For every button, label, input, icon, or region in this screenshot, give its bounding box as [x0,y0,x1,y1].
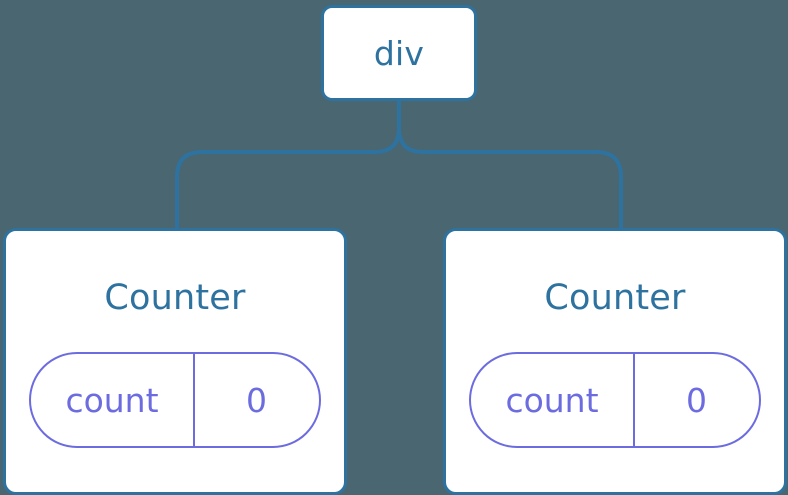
connector-stem-right [397,126,425,154]
state-pill-divider [632,354,635,446]
counter-title: Counter [544,278,686,318]
counter-title: Counter [104,278,246,318]
state-pill-value: 0 [246,380,268,420]
state-pill-key: count [505,380,599,420]
node-div[interactable]: div [321,5,477,101]
connector-edge-right [421,150,623,232]
state-pill[interactable]: count 0 [29,352,321,448]
state-pill-key: count [65,380,159,420]
node-counter-right[interactable]: Counter count 0 [443,228,787,495]
node-counter-left[interactable]: Counter count 0 [3,228,347,495]
connector-stem [373,99,401,154]
state-pill-divider [192,354,195,446]
node-div-label: div [373,33,425,73]
connector-edge-left [175,150,377,232]
state-pill[interactable]: count 0 [469,352,761,448]
state-pill-value: 0 [686,380,708,420]
